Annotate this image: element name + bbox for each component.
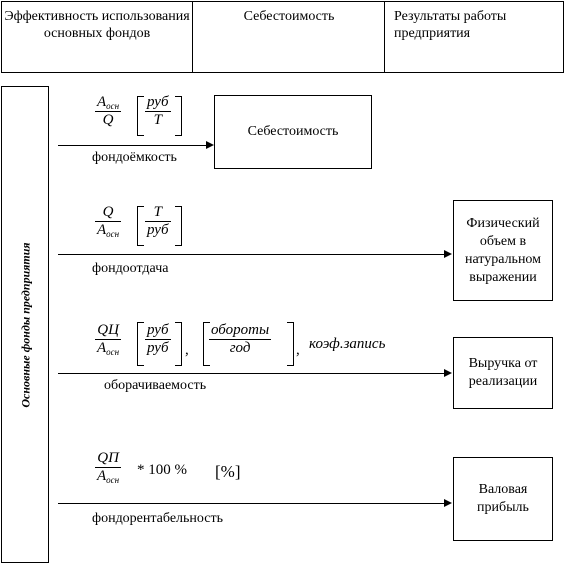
unit-fraction-2: обороты год — [209, 322, 272, 356]
header-col-cost: Себестоимость — [243, 9, 335, 24]
indicator-label-3: оборачиваемость — [104, 378, 207, 393]
unit-fraction: T руб — [145, 204, 171, 238]
result-box-gross-profit: Валовая прибыль — [453, 457, 553, 541]
header-divider-1 — [192, 2, 193, 72]
indicator-label-2: фондоотдача — [92, 261, 169, 276]
multiplier: * 100 % — [137, 462, 187, 478]
unit-fraction: руб T — [145, 94, 171, 128]
indicator-label-1: фондоёмкость — [92, 150, 177, 165]
comma-separator-2: , — [296, 342, 300, 358]
bracket-left — [137, 96, 144, 136]
fraction: Q Aосн — [95, 204, 122, 239]
result-box-revenue: Выручка от реализации — [453, 337, 553, 409]
bracket-left — [137, 322, 144, 366]
bracket-right — [175, 206, 182, 246]
result-box-physical-volume: Физический объем в натуральном выражении — [453, 200, 553, 301]
bracket-right-2 — [287, 322, 294, 366]
unit-percent: [%] — [215, 462, 241, 481]
unit-fraction: руб руб — [145, 322, 171, 356]
side-box-fixed-assets: Основные фонды предприятия — [1, 86, 49, 563]
header-col-results: Результаты работы предприятия — [394, 9, 507, 41]
arrow-line-3 — [58, 373, 444, 374]
fraction: QЦ Aосн — [95, 322, 122, 357]
indicator-label-4: фондорентабельность — [92, 511, 223, 526]
bracket-left — [137, 206, 144, 246]
header-col-efficiency: Эффективность использования основных фон… — [4, 9, 190, 41]
arrow-line-1 — [58, 145, 206, 146]
header-divider-2 — [384, 2, 385, 72]
fraction: QП Aосн — [95, 450, 122, 485]
result-box-cost: Себестоимость — [214, 95, 372, 169]
arrow-line-4 — [58, 503, 444, 504]
bracket-right — [175, 96, 182, 136]
arrowhead-4 — [444, 499, 452, 507]
coefficient-note: коэф.запись — [309, 336, 386, 352]
arrowhead-1 — [206, 141, 214, 149]
arrow-line-2 — [58, 254, 444, 255]
bracket-right — [175, 322, 182, 366]
comma-separator: , — [185, 342, 189, 358]
side-label: Основные фонды предприятия — [18, 242, 33, 408]
fraction: Aосн Q — [95, 94, 122, 128]
bracket-left-2 — [203, 322, 210, 366]
header-row: Эффективность использования основных фон… — [1, 1, 564, 73]
arrowhead-2 — [444, 250, 452, 258]
arrowhead-3 — [444, 369, 452, 377]
